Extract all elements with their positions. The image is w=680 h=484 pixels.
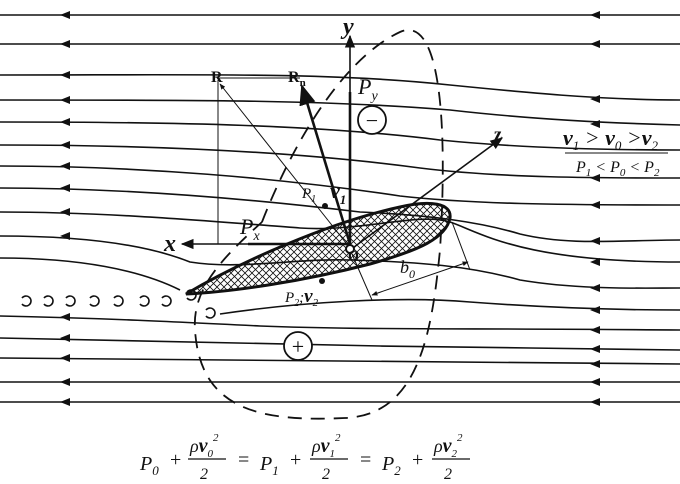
streamline — [0, 144, 680, 179]
v1-label: v1 — [330, 178, 346, 207]
velocity-relation: v1 > v0 >v2 — [563, 125, 659, 153]
p2-v2-label: P2;v2 — [284, 286, 319, 309]
airfoil — [185, 201, 452, 296]
streamline — [0, 257, 181, 291]
streamline — [0, 99, 680, 126]
svg-text:2: 2 — [200, 466, 208, 483]
bernoulli-equation: P0 + ρv02 2 = P1 + ρv12 2 = P2 + ρv22 2 — [139, 432, 470, 483]
low-pressure-sign — [357, 105, 387, 135]
r-label: R — [211, 69, 223, 86]
svg-text:ρv12: ρv12 — [311, 432, 341, 460]
streamline — [0, 357, 680, 365]
b0-dimension — [371, 261, 469, 296]
b0-label: b0 — [400, 257, 415, 281]
svg-text:=: = — [360, 449, 371, 471]
svg-text:2: 2 — [322, 466, 330, 483]
rn-vector — [299, 84, 352, 245]
svg-text:+: + — [290, 449, 301, 471]
svg-text:ρv22: ρv22 — [433, 432, 463, 460]
plus-sign: + — [292, 334, 304, 359]
pressure-relation: P1 < P0 < P2 — [575, 159, 660, 179]
z-axis — [349, 137, 504, 251]
y-axis-label: y — [340, 14, 354, 40]
py-label: Py — [357, 74, 378, 104]
resultant-r-vector — [219, 83, 351, 249]
p1-label: P1 — [301, 186, 316, 205]
z-axis-label: z — [494, 124, 502, 144]
svg-text:+: + — [170, 449, 181, 471]
streamline — [0, 337, 680, 351]
upper-surface-point — [322, 203, 328, 209]
circulation-boundary — [193, 29, 444, 420]
streamline — [0, 121, 680, 151]
svg-text:=: = — [238, 449, 249, 471]
streamline — [219, 298, 680, 315]
high-pressure-sign — [283, 331, 313, 361]
lower-surface-point — [319, 278, 325, 284]
svg-text:2: 2 — [444, 466, 452, 483]
svg-text:ρv02: ρv02 — [189, 432, 219, 460]
minus-sign: − — [366, 108, 378, 133]
streamline — [0, 73, 680, 101]
svg-text:P1: P1 — [259, 453, 279, 478]
x-axis-label: x — [163, 231, 176, 257]
origin-label: O — [348, 249, 359, 264]
streamline — [0, 165, 680, 206]
svg-text:P0: P0 — [139, 453, 159, 478]
flow-arrows — [60, 11, 600, 406]
vortex-wake — [21, 289, 216, 319]
rn-label: Rn — [288, 69, 306, 89]
streamline — [0, 315, 680, 331]
svg-text:P2: P2 — [381, 453, 401, 478]
b0-extension — [351, 253, 373, 301]
origin-point — [345, 244, 355, 254]
svg-text:+: + — [412, 449, 423, 471]
px-label: Px — [239, 214, 260, 244]
streamlines — [0, 14, 680, 403]
